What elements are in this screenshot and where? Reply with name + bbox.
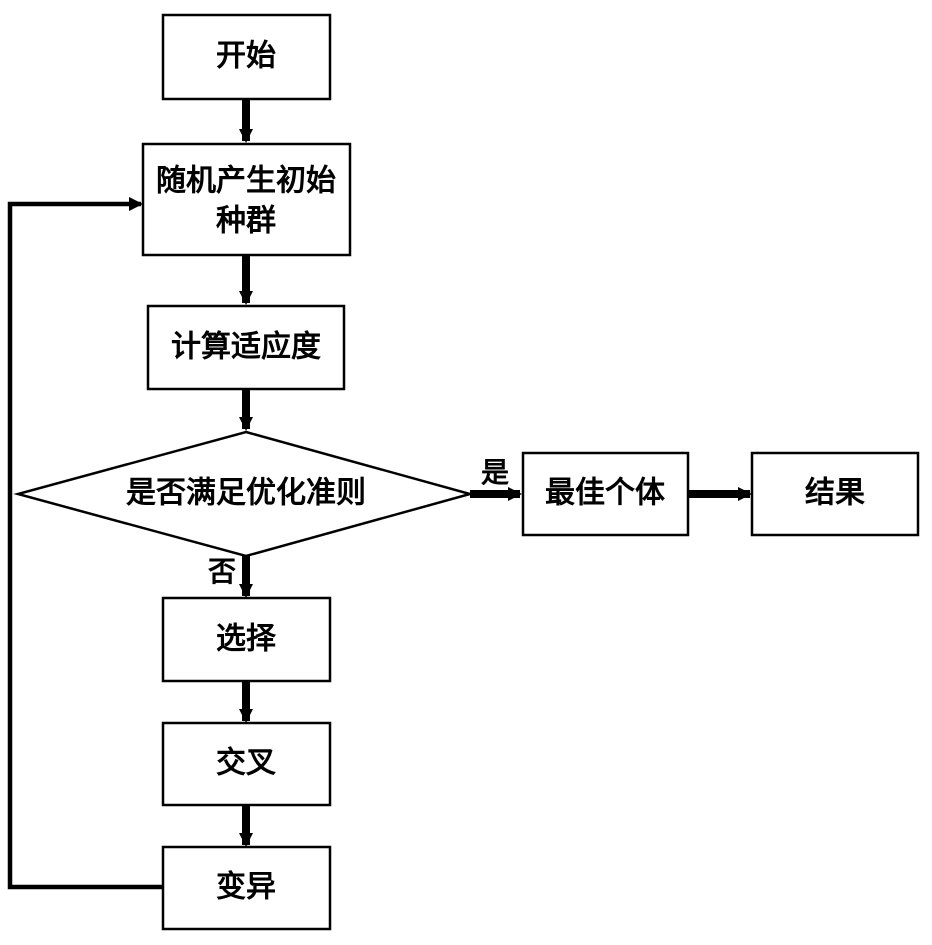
best-individual-node: 最佳个体 (521, 451, 690, 537)
selection-node: 选择 (161, 596, 332, 683)
mutation-label: 变异 (216, 870, 276, 905)
fitness-node: 计算适应度 (146, 304, 346, 391)
crossover-label: 交叉 (216, 746, 276, 781)
start-node: 开始 (161, 13, 332, 101)
result-node: 结果 (750, 451, 920, 537)
result-label: 结果 (805, 476, 865, 511)
criterion-label: 是否满足优化准则 (126, 476, 366, 511)
fitness-label: 计算适应度 (171, 330, 321, 365)
init-population-node: 随机产生初始 种群 (141, 142, 352, 257)
selection-label: 选择 (216, 622, 277, 657)
init-population-label-line1: 随机产生初始 (156, 164, 336, 199)
init-population-label-line2: 种群 (216, 204, 276, 239)
edge-mutation-loop-to-init (7, 197, 163, 890)
start-label: 开始 (216, 39, 276, 74)
best-individual-label: 最佳个体 (545, 476, 666, 511)
crossover-node: 交叉 (161, 721, 332, 807)
yes-label: 是 (481, 456, 509, 489)
no-label: 否 (208, 555, 236, 588)
mutation-node: 变异 (161, 845, 332, 931)
criterion-decision-node: 是否满足优化准则 (13, 430, 475, 558)
